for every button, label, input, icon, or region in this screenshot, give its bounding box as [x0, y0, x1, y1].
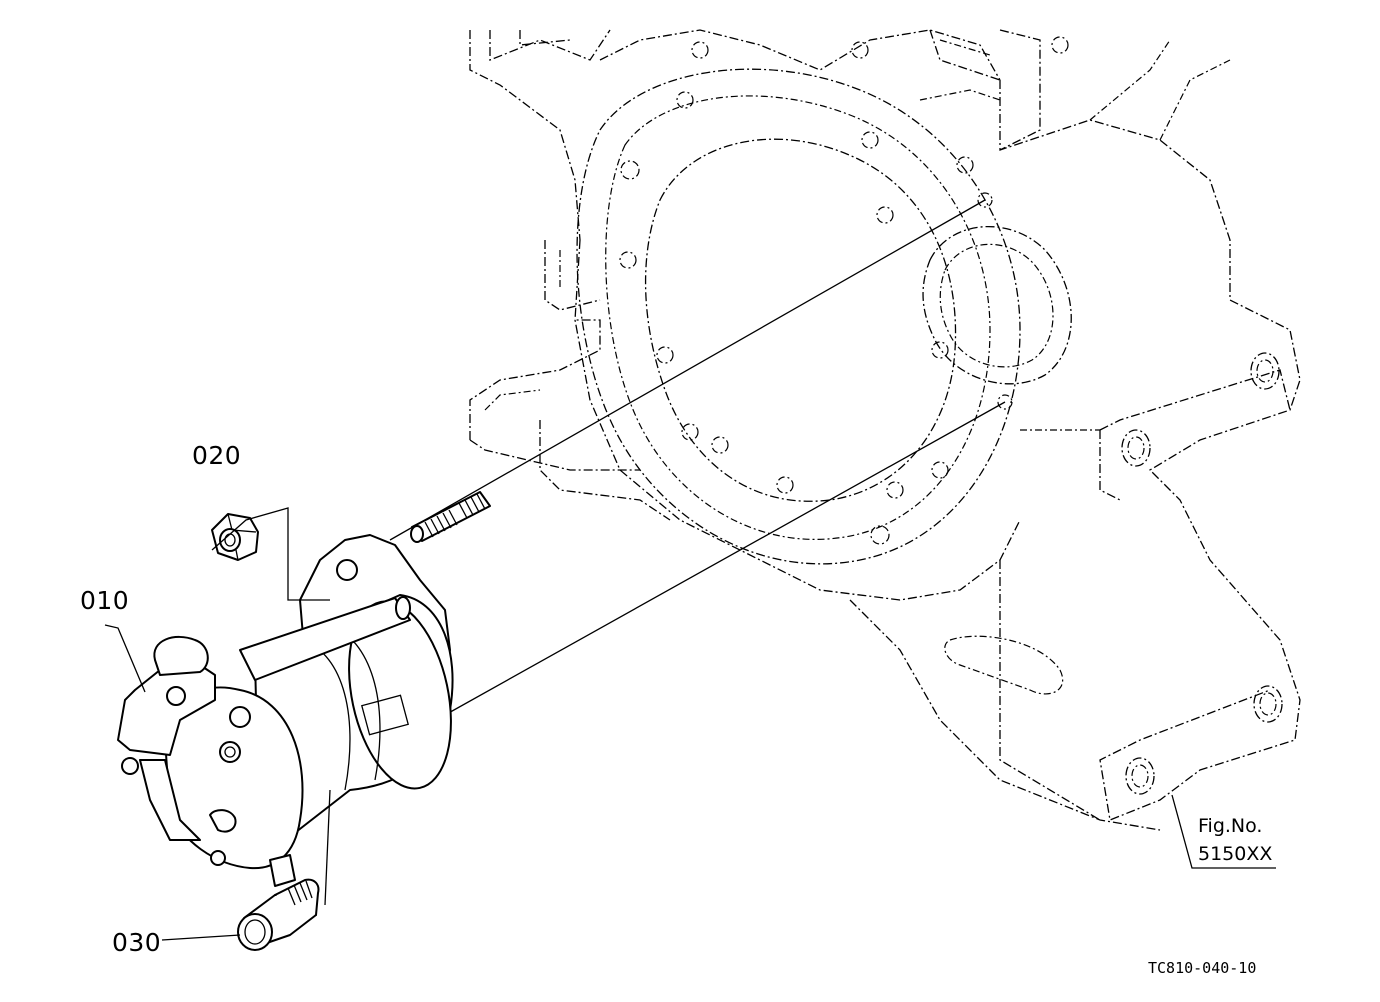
part-label-020: 020: [192, 441, 242, 470]
assembly-alignment-lines: [389, 199, 1006, 716]
part-label-010: 010: [80, 586, 130, 615]
flywheel-housing-phantom: [469, 29, 1301, 831]
leader-030-axis: [324, 789, 331, 906]
starter-motor-part-010: [117, 534, 454, 887]
stud-bolt: [410, 491, 491, 543]
nut-part-020: [211, 513, 259, 561]
part-label-030: 030: [112, 928, 162, 957]
leader-lines: [104, 507, 1276, 941]
figure-number-label: Fig.No.: [1198, 815, 1263, 837]
leader-030: [161, 934, 241, 941]
drawing-code: TC810-040-10: [1148, 959, 1257, 977]
leader-010: [104, 624, 146, 693]
leader-020: [211, 507, 330, 601]
bolt-part-030: [237, 878, 320, 951]
figure-number-value: 5150XX: [1198, 843, 1273, 865]
leader-fig: [1171, 794, 1276, 869]
